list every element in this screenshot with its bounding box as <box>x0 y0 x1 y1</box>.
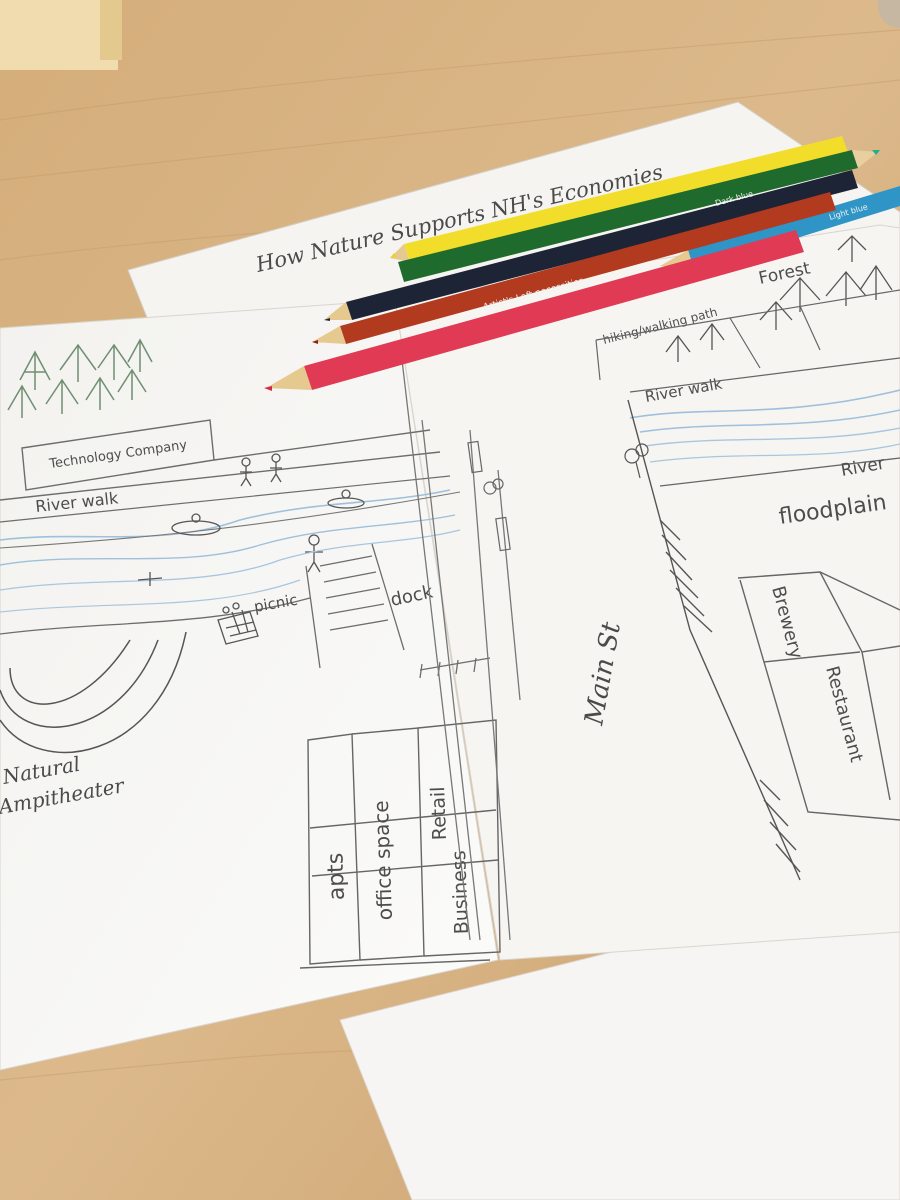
object-corner <box>878 0 900 28</box>
right-buildings <box>737 571 900 821</box>
buildings-grid <box>299 719 501 969</box>
stick-figures <box>240 453 323 573</box>
amphitheater <box>0 631 187 754</box>
wooden-block-edge <box>100 0 122 60</box>
pencil-green <box>398 150 880 282</box>
main-street <box>401 359 521 941</box>
hiking-path <box>595 289 900 381</box>
colored-pencils: Dark blue Light blue Artist's Loft neces… <box>264 136 900 391</box>
dock <box>305 543 491 679</box>
label-office-space: office space <box>369 800 397 921</box>
embankment-hatching <box>627 399 801 881</box>
label-retail: Retail <box>427 786 451 840</box>
picnic-table <box>217 602 259 645</box>
sheet-left <box>0 299 499 1071</box>
pencil-pink <box>264 230 804 391</box>
tech-company-building <box>0 419 441 501</box>
street-details <box>467 440 511 552</box>
pencil-yellow <box>390 136 848 262</box>
wooden-block <box>0 0 118 70</box>
river-walk-line <box>0 475 451 523</box>
river-right <box>629 357 900 487</box>
label-apts: apts <box>323 852 350 900</box>
kayaks <box>137 489 365 586</box>
river-left <box>0 489 461 635</box>
left-trees <box>7 338 153 418</box>
tree-near-river <box>624 443 649 479</box>
river-bank-line <box>0 491 461 549</box>
